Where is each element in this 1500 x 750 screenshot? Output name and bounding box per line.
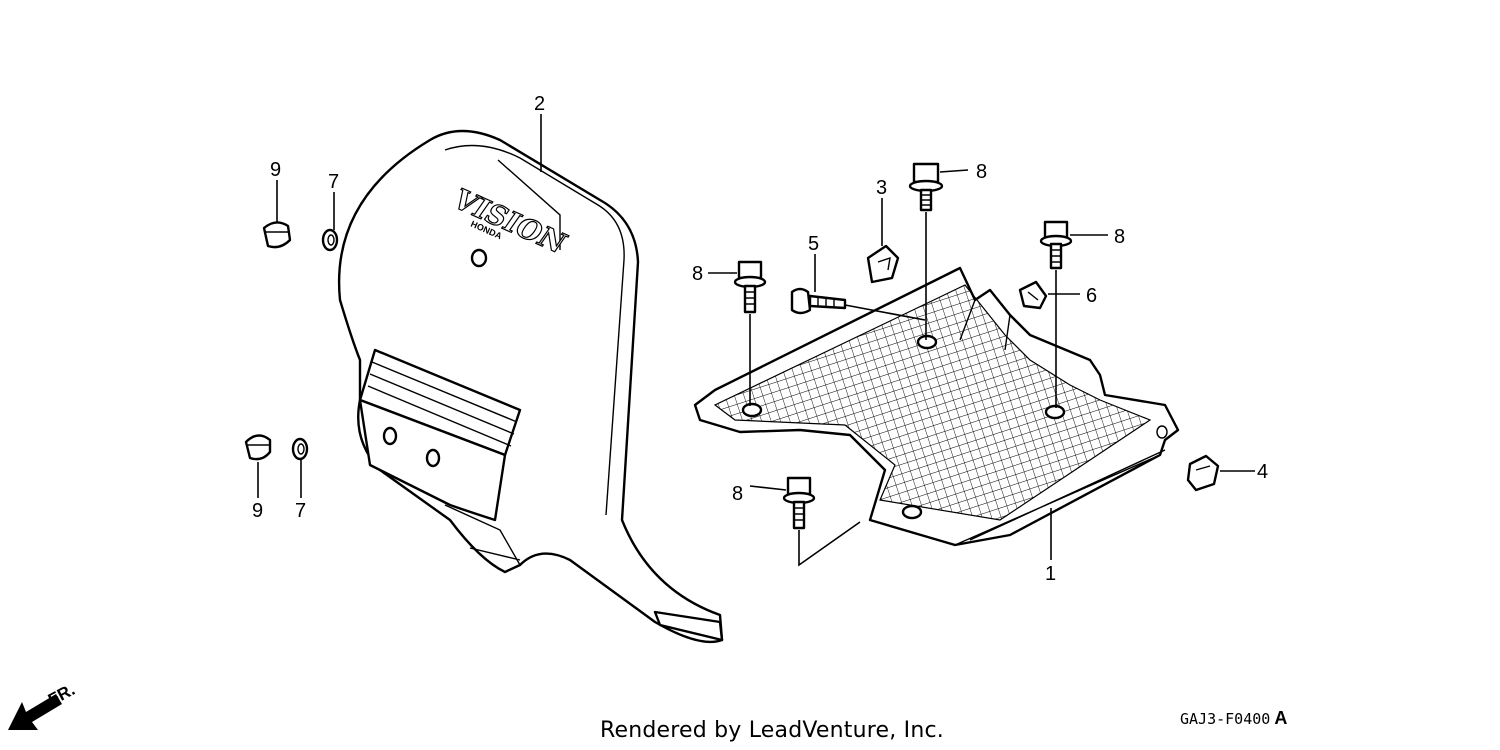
front-cover-part: VISION HONDA <box>337 129 724 644</box>
diagram-code-revision: A <box>1274 708 1288 728</box>
callout-8-right: 8 <box>1114 226 1125 248</box>
bolt-right <box>1039 220 1073 270</box>
clip-part-6 <box>1018 280 1048 310</box>
callout-7-upper: 7 <box>328 171 339 193</box>
callout-7-lower: 7 <box>295 500 306 522</box>
screw-part <box>790 287 847 315</box>
callout-8-left: 8 <box>692 263 703 285</box>
diagram-code-number: GAJ3-F0400 <box>1180 710 1271 728</box>
callout-9-lower: 9 <box>252 500 263 522</box>
callout-8-top: 8 <box>976 161 987 183</box>
callout-5: 5 <box>808 233 819 255</box>
callout-9-upper: 9 <box>270 159 281 181</box>
callout-2: 2 <box>534 93 545 115</box>
callout-1: 1 <box>1045 563 1056 585</box>
leader-lines <box>257 114 1255 567</box>
washer-lower <box>291 437 309 461</box>
callout-8-bottom: 8 <box>732 483 743 505</box>
cap-nut-upper <box>262 221 292 249</box>
clip-part-3 <box>866 244 900 284</box>
credit-text: Rendered by LeadVenture, Inc. <box>600 718 944 743</box>
cap-nut-lower <box>244 434 272 461</box>
callout-4: 4 <box>1257 461 1268 483</box>
callout-6: 6 <box>1086 285 1097 307</box>
washer-upper <box>321 228 339 252</box>
callout-labels: 2 9 7 9 7 3 8 8 8 8 5 6 4 1 <box>252 93 1268 585</box>
bolt-top-center <box>908 162 944 212</box>
front-direction-arrow-icon: FR. <box>8 680 78 730</box>
cap-part-4 <box>1186 454 1220 492</box>
floor-mat-part <box>693 266 1180 547</box>
callout-3: 3 <box>876 177 887 199</box>
bolt-bottom <box>782 476 816 530</box>
bolt-left <box>733 260 767 314</box>
